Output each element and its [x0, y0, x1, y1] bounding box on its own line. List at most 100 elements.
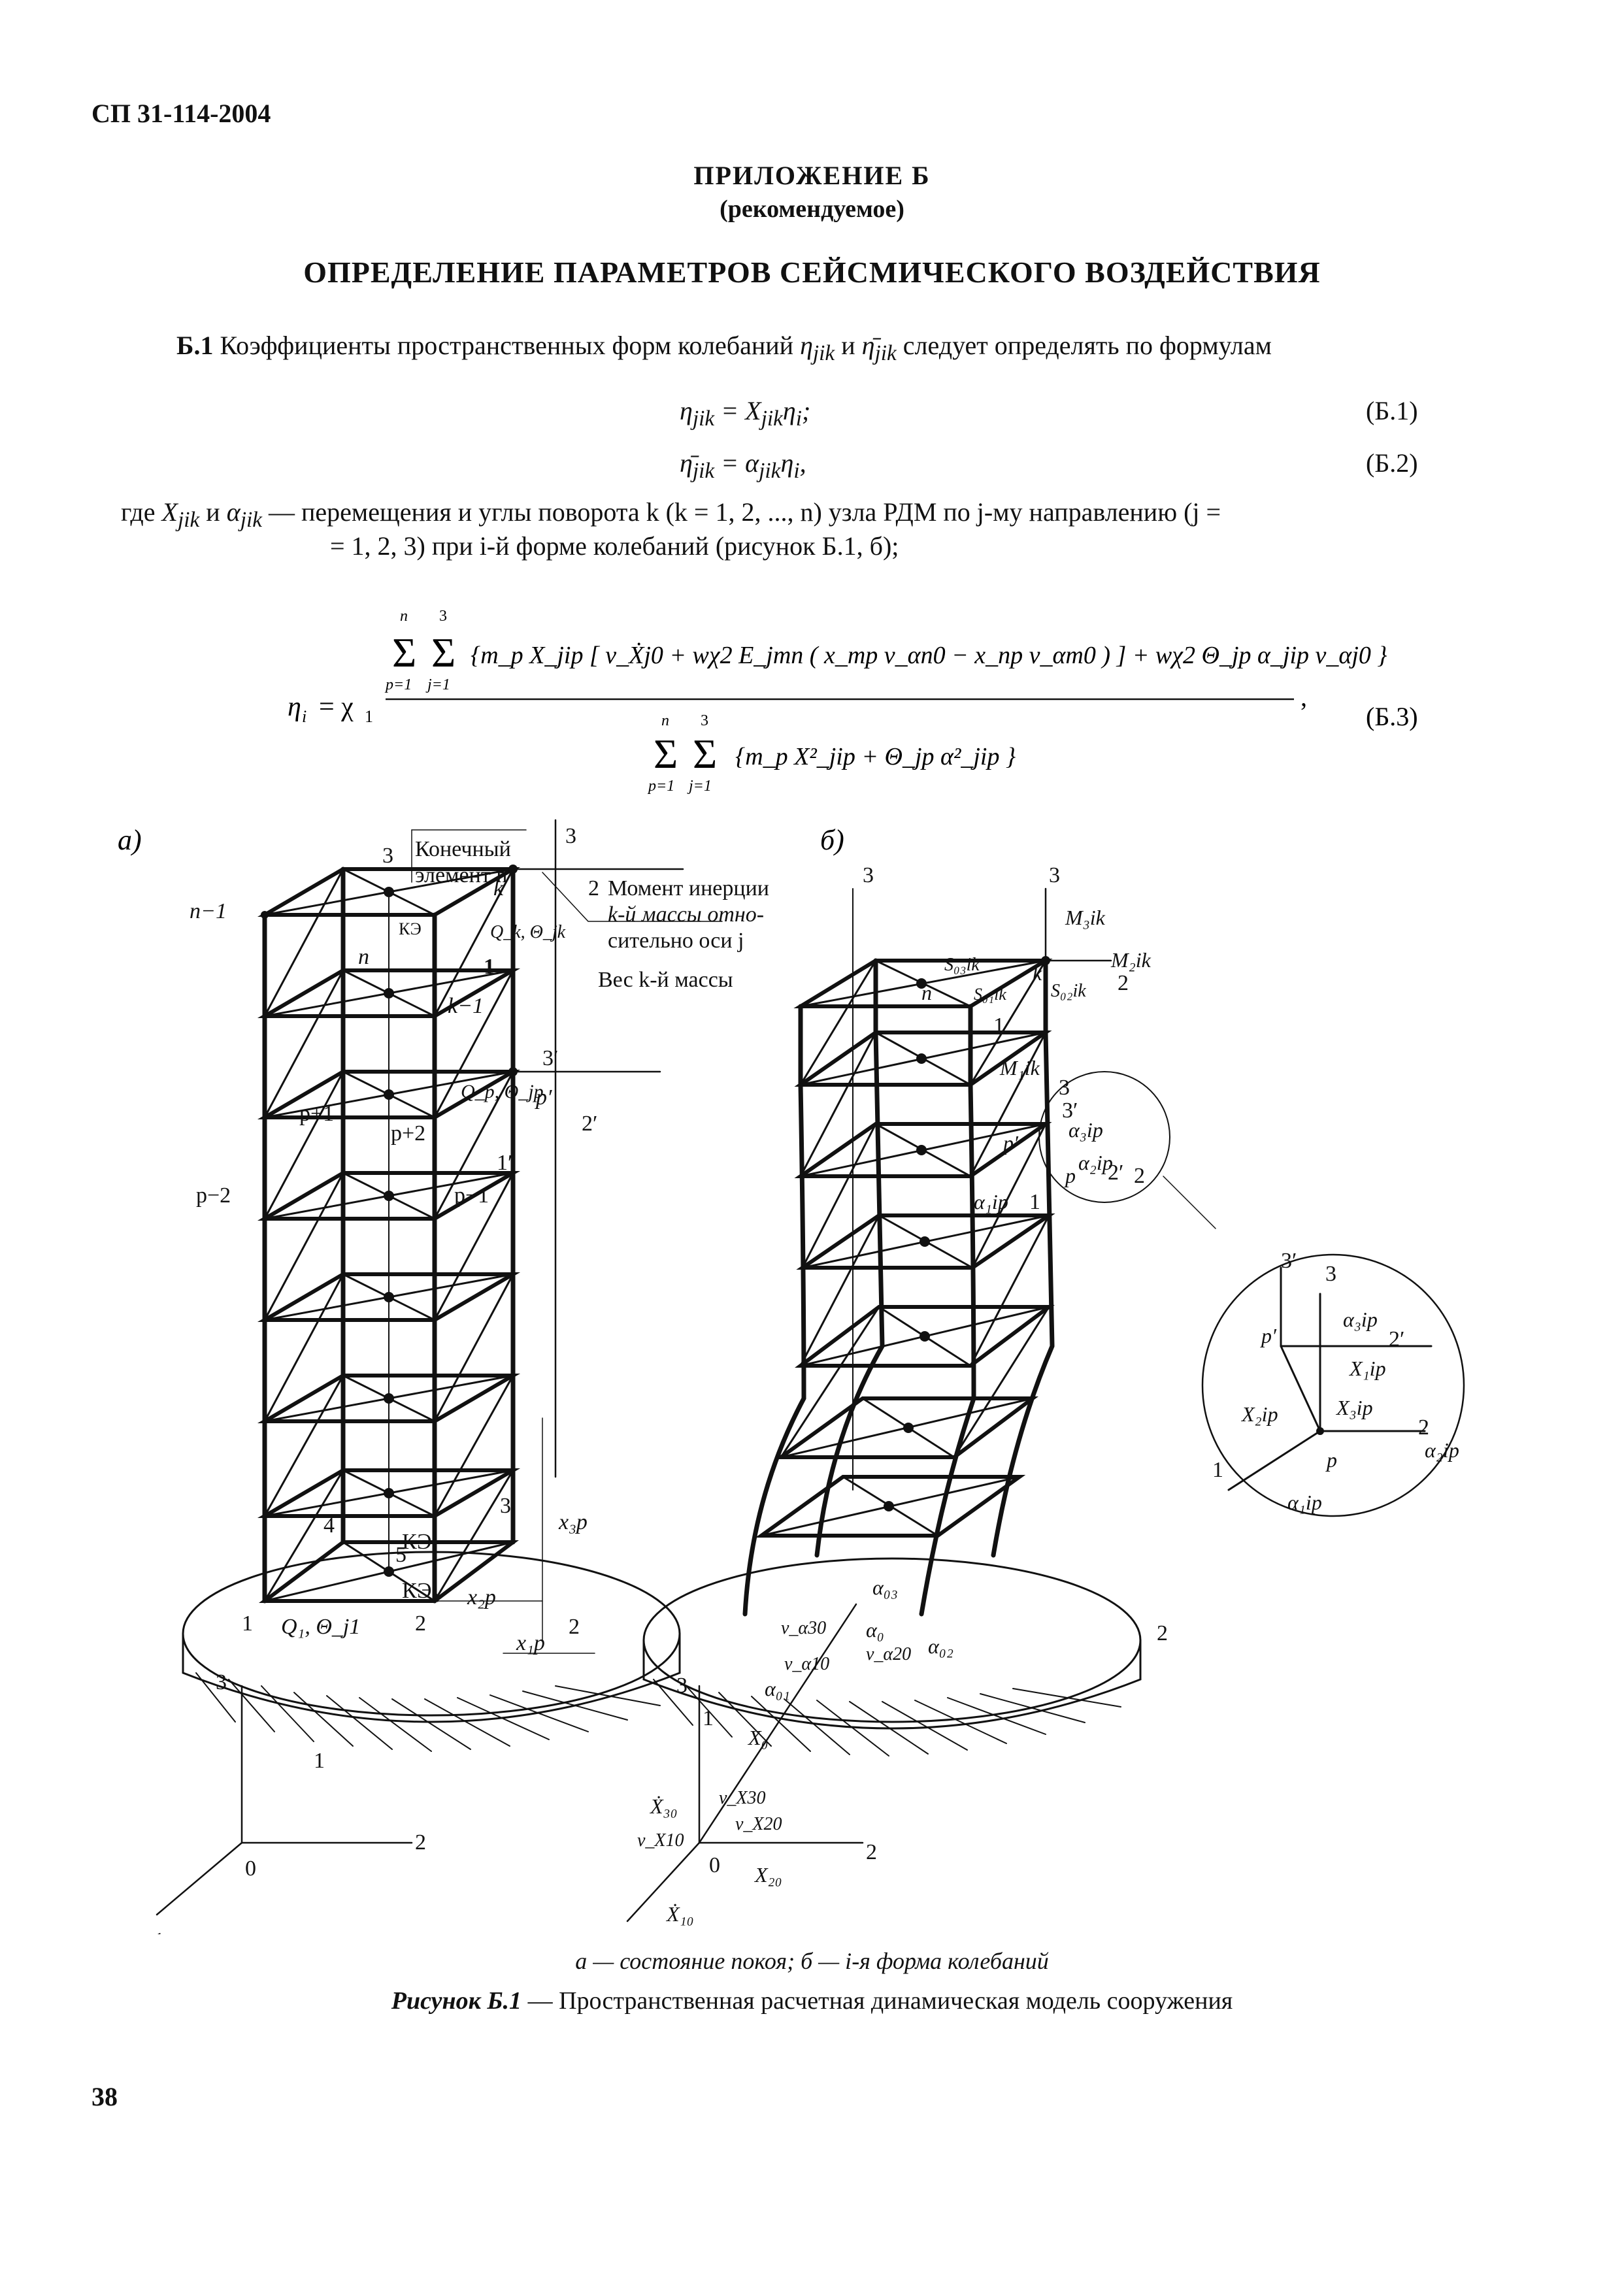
eq1-rhs-tail: η — [782, 396, 796, 425]
b-label-twop: 2′ — [1108, 1161, 1123, 1185]
eq1-end: ; — [802, 396, 811, 425]
a-label-axis3-local: 3 — [382, 844, 393, 868]
b-label-detail-x3ip: X₃ip — [1335, 1396, 1373, 1419]
eq1-lhs-sub: jik — [692, 406, 715, 431]
a-label-p-plus-2: p+2 — [391, 1121, 425, 1146]
b-label-detail-x2ip: X₂ip — [1240, 1402, 1278, 1426]
b-label-two-mid: 2 — [1134, 1164, 1145, 1188]
a-label-qk: Q_k, Θ_jk — [490, 922, 566, 942]
a-label-moment2: k-й массы отно- — [608, 902, 764, 927]
b-label-s02ik: S₀₂ik — [1051, 981, 1086, 1001]
a-label-global-1-mid: 1 — [314, 1749, 325, 1773]
appendix-title: ПРИЛОЖЕНИЕ Б — [693, 161, 931, 190]
b3-eq-sub: 1 — [365, 707, 373, 726]
b-label-detail-a3ip: α₃ip — [1343, 1308, 1378, 1331]
b-label-x10: Ẋ₁₀ — [665, 1902, 694, 1926]
a-label-n-minus-1: n−1 — [190, 899, 227, 923]
b3-comma: , — [1301, 682, 1307, 712]
b-label-m1ik: M₁ik — [999, 1056, 1040, 1080]
panel-a-nodes — [261, 865, 518, 1577]
panel-b-nodes — [884, 956, 1324, 1511]
b-label-detail-one: 1 — [1212, 1458, 1223, 1482]
b-label-detail-threep: 3′ — [1281, 1249, 1297, 1273]
eq2-lhs: η̄ — [680, 448, 693, 478]
b-label-detail-a1ip: α₁ip — [1287, 1491, 1322, 1514]
eq2-rhs-tail: η — [780, 448, 794, 478]
a-label-ke-n: КЭ — [399, 919, 422, 938]
clause-sub1: jik — [812, 341, 835, 365]
b3-numerator: {m_p X_jip [ v_Ẋj0 + wχ2 E_jmn ( x_mp v_… — [471, 642, 1387, 669]
b3-num-sigma2: Σ — [431, 629, 456, 676]
b-label-axis2-mid: 2 — [1157, 1621, 1168, 1645]
document-number: СП 31-114-2004 — [91, 99, 271, 128]
b-label-s03ik: S₀₃ik — [944, 955, 980, 975]
a-label-node-5: 5 — [395, 1543, 406, 1567]
panel-a-axis-1 — [156, 1841, 243, 1916]
a-label-x3p: x₃p — [558, 1510, 588, 1534]
a-label-p: p′ — [535, 1085, 552, 1110]
b-label-x20: X₂₀ — [754, 1863, 782, 1887]
b3-den-sum-top2: 3 — [701, 712, 708, 729]
b-label-va10: v_α10 — [784, 1654, 829, 1674]
a-label-node-2: 2 — [415, 1611, 426, 1636]
panel-b-ground-vector — [698, 1603, 857, 1844]
panel-a-columns — [262, 866, 516, 1604]
b-label-three-mid: 3 — [1059, 1076, 1070, 1100]
b-label-axis2-ground: 2 — [866, 1840, 877, 1864]
b-label-m3ik: M₃ik — [1065, 906, 1106, 929]
b3-den-sum-bottom-j: j=1 — [687, 778, 712, 795]
a-label-moment1: Момент инерции — [608, 876, 769, 900]
a-label-axis0: 0 — [245, 1856, 256, 1881]
b-label-p: p — [1064, 1164, 1076, 1187]
b-label-axis0: 0 — [709, 1853, 720, 1877]
where-and: и — [206, 497, 220, 527]
where-sub-a: jik — [240, 508, 262, 532]
b3-num-sum-top2: 3 — [439, 608, 447, 625]
where-sub-x: jik — [177, 508, 200, 532]
eq2-rhs-tail-sub: i — [793, 459, 800, 483]
eq2-end: , — [799, 448, 806, 478]
b-label-a3ip: α₃ip — [1069, 1118, 1103, 1142]
a-label-axis3-top: 3 — [565, 824, 576, 848]
where-sym-a: α — [226, 497, 240, 527]
equation-b1: ηjik = Xjikηi; — [680, 395, 810, 431]
a-label-moment3: сительно оси j — [608, 929, 744, 953]
b-label-detail-twop: 2′ — [1389, 1327, 1404, 1351]
figure-b1: а) б) Конечный элемент n Момент инерции … — [118, 819, 1465, 1934]
a-label-node-3: 3 — [500, 1494, 511, 1518]
panel-b-drawing — [626, 887, 1465, 1922]
b3-eq: = χ — [319, 692, 354, 722]
a-label-ke2: КЭ₂ — [402, 1579, 439, 1603]
a-label-p-plus-1: p+1 — [299, 1102, 334, 1126]
b-label-a02: α₀₂ — [928, 1634, 953, 1658]
figure-caption-text: — Пространственная расчетная динамическа… — [522, 1987, 1233, 2015]
panel-a-label: а) — [118, 824, 142, 856]
equation-b2-number: (Б.2) — [1366, 448, 1418, 478]
panel-a-leader-weight — [542, 872, 723, 922]
b-label-vx30: v_X30 — [719, 1788, 766, 1808]
b3-den-sum-top: n — [661, 712, 669, 729]
b-label-one-top: 1 — [993, 1014, 1004, 1038]
b-label-pp: p′ — [1002, 1131, 1019, 1155]
b-label-a2ip: α₂ip — [1078, 1151, 1113, 1174]
b-label-axis3-ground: 3 — [676, 1674, 688, 1698]
panel-b-detail-circle — [1201, 1253, 1465, 1517]
b-label-axis1-mid: 1 — [703, 1706, 714, 1730]
clause-sub2: jik — [874, 341, 897, 365]
figure-caption-label: Рисунок Б.1 — [391, 1987, 522, 2015]
a-label-global-3: 3 — [216, 1670, 227, 1694]
b-label-axis2-top: 2 — [1118, 971, 1129, 995]
a-label-x2p: x₂p — [467, 1585, 496, 1609]
b3-denominator: {m_p X²_jip + Θ_jp α²_jip } — [735, 743, 1016, 770]
figure-caption: Рисунок Б.1 — Пространственная расчетная… — [0, 1987, 1624, 2015]
a-label-k-minus-1: k−1 — [448, 994, 484, 1018]
a-label-p-minus-2: p−2 — [196, 1183, 231, 1208]
a-label-global-2-mid: 2 — [569, 1615, 580, 1639]
b-label-vx20: v_X20 — [735, 1814, 782, 1834]
figure-legend: а — состояние покоя; б — i-я форма колеб… — [0, 1947, 1624, 1975]
b-label-x30: Ẋ₃₀ — [649, 1794, 678, 1818]
b-label-threep: 3′ — [1062, 1098, 1078, 1123]
b-label-detail-x1ip: X₁ip — [1348, 1357, 1386, 1380]
a-label-final-element2: элемент n — [415, 863, 507, 887]
appendix-subtitle: (рекомендуемое) — [720, 195, 904, 223]
